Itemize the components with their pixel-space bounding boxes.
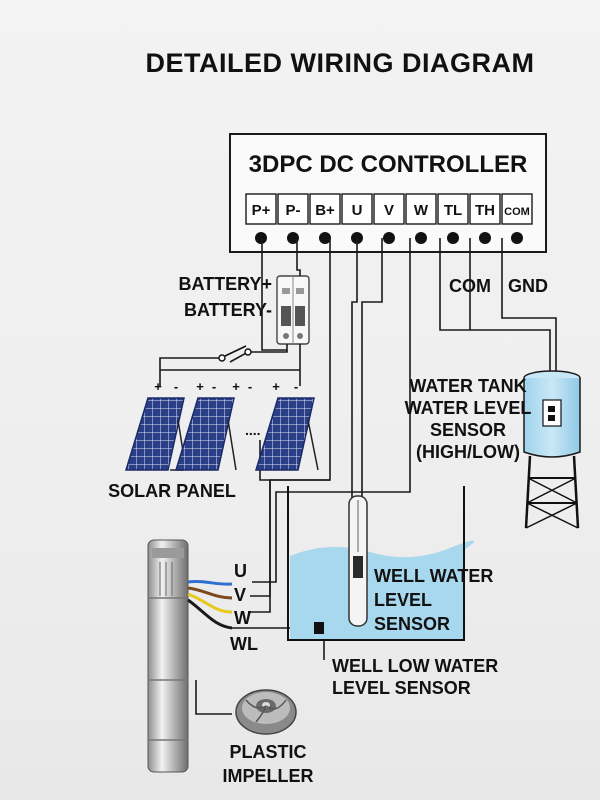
terminal-cell-4 [373,193,405,225]
tank-sensor-label: WATER TANK WATER LEVEL SENSOR (HIGH/LOW) [405,376,532,462]
terminal-cell-6 [437,193,469,225]
solar-panel-1 [124,397,187,471]
well-sensor-label-line1: WELL WATER [374,566,493,586]
terminal-label-1: P- [286,202,301,219]
low-sensor-label: WELL LOW WATER LEVEL SENSOR [332,656,498,698]
gnd-label: GND [508,276,548,296]
terminal-label-3: U [352,202,363,219]
terminal-label-7: TH [475,202,495,219]
controller: 3DPC DC CONTROLLER P+ P- B+ U V W TL TH COM [229,133,547,253]
terminal-screw-5 [415,232,427,244]
terminal-screw-0 [255,232,267,244]
terminal-cell-2 [309,193,341,225]
panel-sign-7: - [294,379,298,394]
solar-panel-2 [174,397,237,471]
terminal-label-0: P+ [252,202,271,219]
terminal-screw-6 [447,232,459,244]
well-sensor-label-line3: SENSOR [374,614,450,634]
panel-sign-4: + [232,379,240,394]
tank-sensor-label-line4: (HIGH/LOW) [416,442,520,462]
terminal-screw-7 [479,232,491,244]
terminal-cell-1 [277,193,309,225]
battery-positive-label: BATTERY+ [178,274,272,294]
pump-w-label: W [234,608,251,628]
panel-sign-2: + [196,379,204,394]
panel-terminal-signs: +-+-+-+- [154,379,298,394]
well-low-level-probe [314,622,324,634]
terminal-screw-2 [319,232,331,244]
pump-u-label: U [234,561,247,581]
terminal-label-5: W [414,202,429,219]
panel-sign-6: + [272,379,280,394]
pump-wl-label: WL [230,634,258,654]
terminal-screw-4 [383,232,395,244]
impeller-label-line2: IMPELLER [222,766,313,786]
controller-title: 3DPC DC CONTROLLER [249,151,528,178]
terminal-label-4: V [384,202,394,219]
terminal-label-6: TL [444,202,462,219]
diagram-title: DETAILED WIRING DIAGRAM [146,48,535,78]
panel-sign-5: - [248,379,252,394]
tank-sensor-label-line2: WATER LEVEL [405,398,532,418]
battery-breaker [276,275,310,345]
terminal-cell-7 [469,193,501,225]
terminal-label-2: B+ [315,202,335,219]
terminal-label-8: COM [504,206,530,218]
well-sensor-label-line2: LEVEL [374,590,432,610]
pump-wire-labels: U V W WL [230,561,258,654]
battery-negative-label: BATTERY- [184,300,272,320]
plastic-impeller [235,689,297,735]
terminal-cell-5 [405,193,437,225]
well-sensor-label: WELL WATER LEVEL SENSOR [374,566,493,634]
terminal-cell-8 [501,193,533,225]
terminal-cell-0 [245,193,277,225]
terminal-block: P+ P- B+ U V W TL TH COM [245,193,533,244]
tank-sensor-label-line1: WATER TANK [409,376,526,396]
pump-v-label: V [234,585,246,605]
low-sensor-label-line2: LEVEL SENSOR [332,678,471,698]
terminal-screw-1 [287,232,299,244]
solar-panels: .... [124,397,319,471]
panel-sign-0: + [154,379,162,394]
low-sensor-label-line1: WELL LOW WATER [332,656,498,676]
terminal-cell-3 [341,193,373,225]
solar-panel-label: SOLAR PANEL [108,481,236,501]
well [287,486,475,641]
panel-sign-1: - [174,379,178,394]
panel-ellipsis: .... [245,422,261,438]
terminal-screw-8 [511,232,523,244]
tank-sensor-label-line3: SENSOR [430,420,506,440]
water-tank [523,370,581,529]
submersible-pump [147,539,233,773]
panel-sign-3: - [212,379,216,394]
battery-switch [218,345,252,362]
solar-panel-3 [254,397,319,471]
tank-sensor [542,399,562,427]
impeller-label-line1: PLASTIC [229,742,306,762]
